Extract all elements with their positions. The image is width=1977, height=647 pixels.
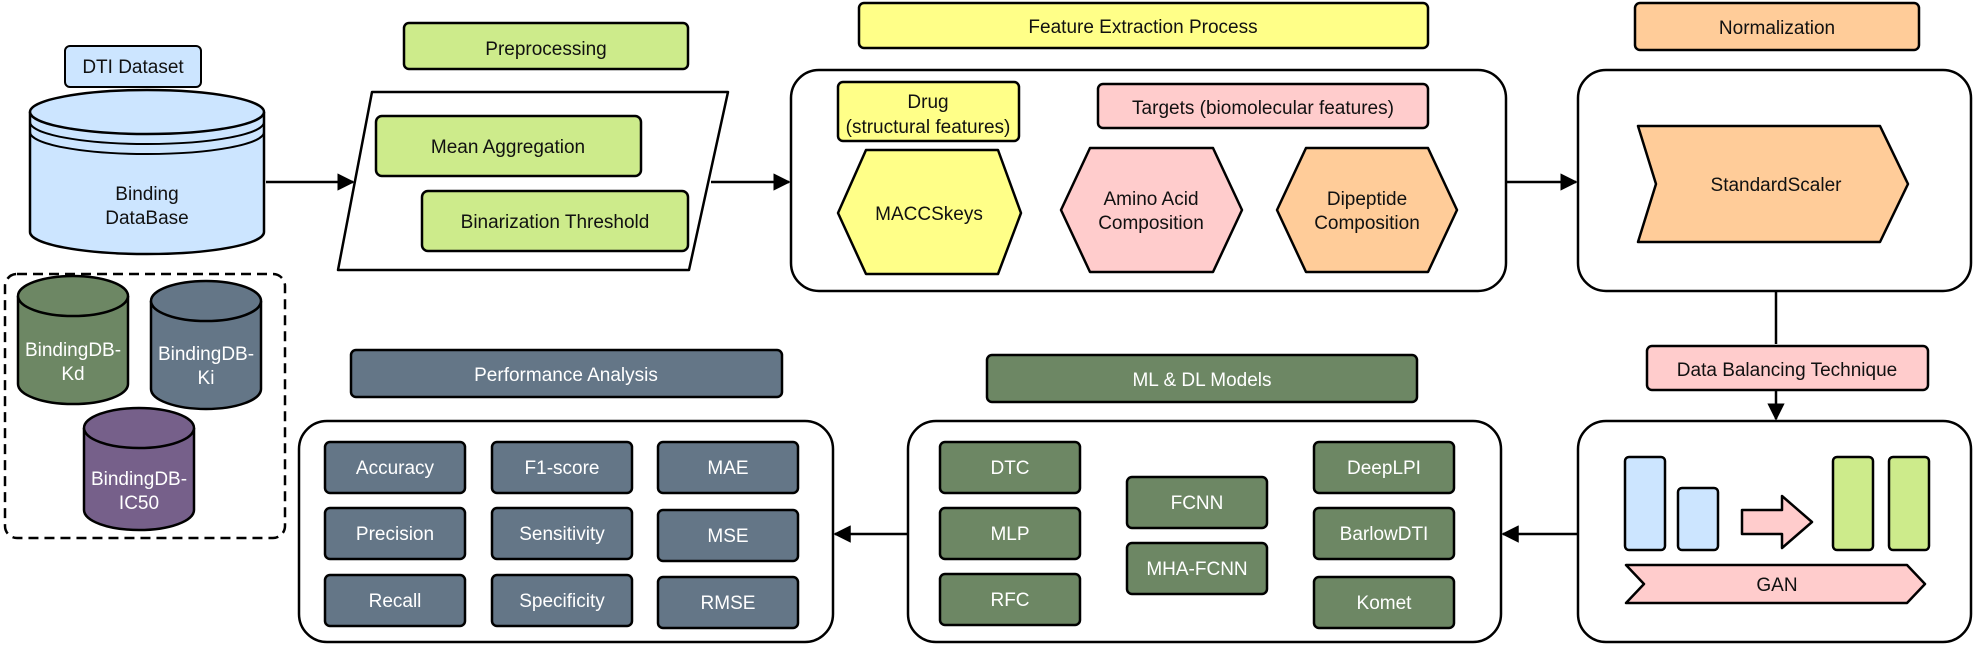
feature-extraction-label-text: Feature Extraction Process: [1028, 17, 1257, 38]
preprocessing-label: Preprocessing: [402, 21, 690, 71]
maccskeys-hexagon: MACCSkeys: [836, 148, 1023, 276]
imbalanced-bar-short: [1676, 486, 1720, 552]
model-fcnn-text: FCNN: [1171, 493, 1224, 514]
dti-dataset-label-text: DTI Dataset: [82, 57, 184, 78]
model-rfc-text: RFC: [990, 590, 1029, 611]
model-barlowdti-text: BarlowDTI: [1340, 524, 1429, 545]
binarization-threshold-box: Binarization Threshold: [420, 189, 690, 253]
bindingdb-kd-line1: BindingDB-: [25, 340, 121, 361]
normalization-label-text: Normalization: [1719, 18, 1835, 39]
model-mha-fcnn-text: MHA-FCNN: [1146, 559, 1247, 580]
drug-label: Drug (structural features): [836, 80, 1021, 143]
metric-mse: MSE: [656, 508, 800, 563]
bindingdb-ic50-line2: IC50: [119, 493, 159, 514]
model-mlp: MLP: [938, 506, 1082, 561]
model-barlowdti: BarlowDTI: [1312, 506, 1456, 561]
binding-database-cylinder: Binding DataBase: [28, 88, 266, 256]
drug-label-line2: (structural features): [846, 117, 1011, 138]
balancing-arrow-icon: [1740, 494, 1814, 550]
standardscaler-text: StandardScaler: [1711, 175, 1843, 196]
binding-database-line1: Binding: [115, 184, 178, 205]
amino-acid-line2: Composition: [1098, 213, 1204, 234]
dti-dataset-label: DTI Dataset: [64, 45, 202, 88]
metric-accuracy: Accuracy: [323, 440, 467, 495]
metric-mae: MAE: [656, 440, 800, 495]
data-balancing-label-text: Data Balancing Technique: [1677, 360, 1897, 381]
ml-dl-models-label: ML & DL Models: [985, 353, 1419, 404]
gan-banner: GAN: [1624, 563, 1927, 605]
performance-analysis-section: Performance Analysis Accuracy Precision …: [297, 348, 835, 644]
bindingdb-ic50-cylinder: BindingDB- IC50: [82, 406, 196, 532]
model-dtc: DTC: [938, 440, 1082, 495]
model-deeplpi-text: DeepLPI: [1347, 458, 1421, 479]
bindingdb-subsets-group: [3, 272, 287, 540]
balanced-bar-left: [1831, 455, 1875, 552]
metric-f1-score: F1-score: [490, 440, 634, 495]
performance-analysis-label-text: Performance Analysis: [474, 365, 658, 386]
maccskeys-text: MACCSkeys: [875, 204, 983, 225]
metric-mse-text: MSE: [707, 526, 748, 547]
gan-text: GAN: [1756, 575, 1797, 596]
metric-f1-score-text: F1-score: [525, 458, 600, 479]
normalization-section: Normalization StandardScaler: [1576, 1, 1973, 293]
dti-dataset-section: DTI Dataset Binding DataBase BindingDB- …: [3, 45, 287, 540]
model-mha-fcnn: MHA-FCNN: [1125, 541, 1269, 596]
performance-analysis-label: Performance Analysis: [349, 348, 784, 399]
mean-aggregation-box: Mean Aggregation: [374, 114, 643, 178]
drug-label-line1: Drug: [907, 92, 948, 113]
model-fcnn: FCNN: [1125, 475, 1269, 530]
bindingdb-ic50-line1: BindingDB-: [91, 469, 187, 490]
feature-extraction-section: Feature Extraction Process Drug (structu…: [789, 1, 1508, 293]
amino-acid-composition-hexagon: Amino Acid Composition: [1059, 146, 1244, 274]
dipeptide-composition-hexagon: Dipeptide Composition: [1275, 146, 1459, 274]
metric-rmse-text: RMSE: [701, 593, 756, 614]
preprocessing-section: Preprocessing Mean Aggregation Binarizat…: [336, 21, 730, 272]
model-rfc: RFC: [938, 572, 1082, 627]
imbalanced-bar-tall: [1623, 455, 1667, 552]
standardscaler-shape: StandardScaler: [1636, 124, 1910, 244]
metric-mae-text: MAE: [707, 458, 748, 479]
bindingdb-ki-line2: Ki: [198, 368, 215, 389]
metric-sensitivity-text: Sensitivity: [519, 524, 605, 545]
metric-rmse: RMSE: [656, 575, 800, 630]
model-dtc-text: DTC: [990, 458, 1029, 479]
balanced-bar-right: [1887, 455, 1931, 552]
data-balancing-label: Data Balancing Technique: [1645, 344, 1930, 392]
binding-database-line2: DataBase: [105, 208, 188, 229]
bindingdb-kd-cylinder: BindingDB- Kd: [16, 274, 130, 406]
metric-specificity: Specificity: [490, 573, 634, 628]
feature-extraction-label: Feature Extraction Process: [857, 1, 1430, 50]
ml-dl-models-label-text: ML & DL Models: [1132, 370, 1271, 391]
model-komet: Komet: [1312, 575, 1456, 630]
model-deeplpi: DeepLPI: [1312, 440, 1456, 495]
targets-label: Targets (biomolecular features): [1096, 82, 1430, 130]
bindingdb-kd-line2: Kd: [61, 364, 84, 385]
bindingdb-ki-line1: BindingDB-: [158, 344, 254, 365]
bindingdb-ki-cylinder: BindingDB- Ki: [149, 279, 263, 411]
metric-recall: Recall: [323, 573, 467, 628]
targets-label-text: Targets (biomolecular features): [1132, 98, 1394, 119]
amino-acid-line1: Amino Acid: [1103, 189, 1198, 210]
data-balancing-section: Data Balancing Technique GAN: [1576, 344, 1973, 644]
normalization-label: Normalization: [1633, 1, 1921, 52]
dipeptide-line1: Dipeptide: [1327, 189, 1407, 210]
preprocessing-label-text: Preprocessing: [485, 39, 606, 60]
metric-precision: Precision: [323, 506, 467, 561]
metric-specificity-text: Specificity: [519, 591, 605, 612]
metric-recall-text: Recall: [369, 591, 422, 612]
metric-precision-text: Precision: [356, 524, 434, 545]
mean-aggregation-text: Mean Aggregation: [431, 137, 585, 158]
model-mlp-text: MLP: [990, 524, 1029, 545]
dipeptide-line2: Composition: [1314, 213, 1420, 234]
model-komet-text: Komet: [1357, 593, 1413, 614]
binarization-threshold-text: Binarization Threshold: [461, 212, 650, 233]
metric-accuracy-text: Accuracy: [356, 458, 435, 479]
ml-dl-models-section: ML & DL Models DTC MLP RFC FCNN MHA-FCNN…: [906, 353, 1503, 644]
metric-sensitivity: Sensitivity: [490, 506, 634, 561]
